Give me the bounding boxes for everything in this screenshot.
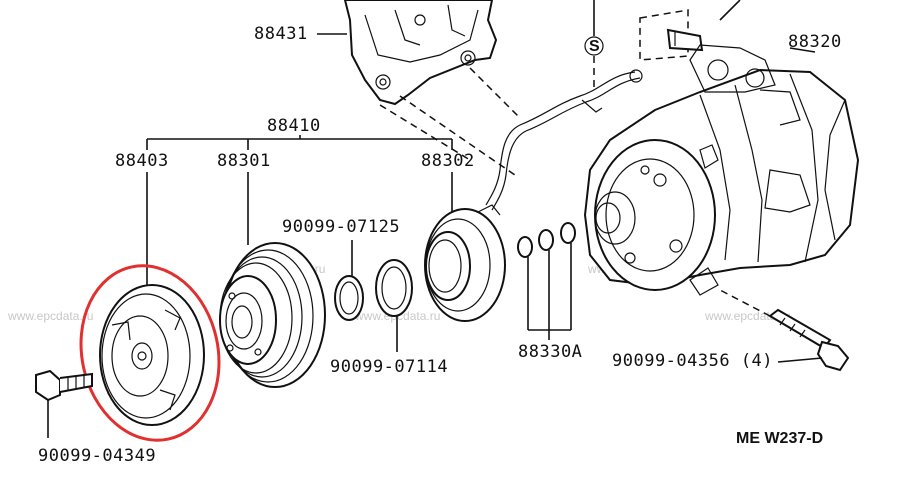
label-88320: 88320 <box>788 32 842 52</box>
pulley-part <box>219 242 326 388</box>
label-88403: 88403 <box>115 151 169 171</box>
label-90099-07125: 90099-07125 <box>282 217 400 237</box>
diagram-code: ME W237-D <box>736 430 823 447</box>
label-88301: 88301 <box>217 151 271 171</box>
bolt-right-part <box>768 308 850 372</box>
highlight-circle <box>79 264 221 442</box>
pressure-plate-part <box>99 284 205 426</box>
compressor-part <box>583 44 860 296</box>
label-90099-07114: 90099-07114 <box>330 357 448 377</box>
label-88302: 88302 <box>421 151 475 171</box>
label-88431: 88431 <box>254 24 308 44</box>
bolt-left-part <box>35 369 93 402</box>
stator-part <box>424 204 506 322</box>
watermark-5: www.epcdata.ru <box>704 309 790 323</box>
label-90099-04356: 90099-04356 (4) <box>612 351 773 371</box>
bracket-part <box>343 0 498 106</box>
watermark-1: www.epcdata.ru <box>7 309 93 323</box>
label-88410: 88410 <box>267 116 321 136</box>
label-90099-04349: 90099-04349 <box>38 446 156 466</box>
label-88330A: 88330A <box>518 342 582 362</box>
bolt-s-icon: S <box>589 38 600 55</box>
